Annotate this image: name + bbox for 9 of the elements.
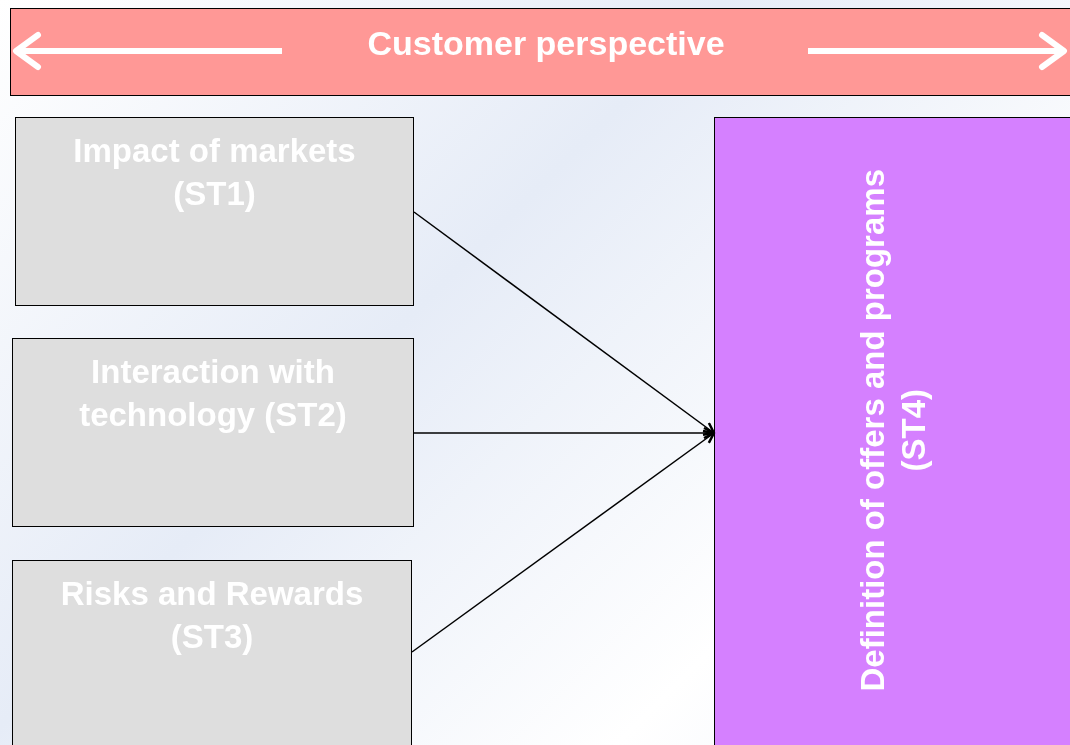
banner-title: Customer perspective — [366, 23, 726, 64]
process-box — [15, 117, 414, 306]
banner — [10, 8, 1070, 96]
box-label: Definition of offers and programs (ST4) — [852, 168, 933, 694]
process-box — [12, 560, 412, 745]
process-box — [12, 338, 414, 527]
arrow — [413, 211, 716, 435]
process-box — [714, 117, 1070, 745]
arrow — [411, 431, 716, 653]
